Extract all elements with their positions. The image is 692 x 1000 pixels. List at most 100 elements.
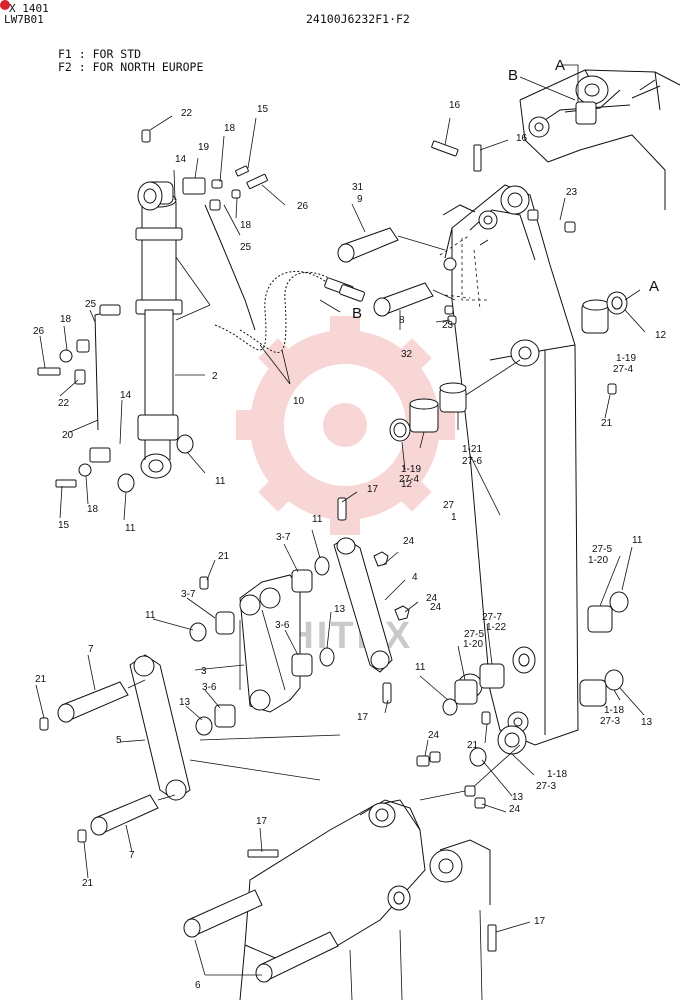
callout-label: 21	[601, 418, 613, 429]
callout-label: 7	[88, 644, 94, 655]
callout-label: 1-19	[401, 464, 421, 475]
callout-label: 27-3	[600, 716, 620, 727]
callout-label: 26	[297, 201, 309, 212]
drawing-number: 24100J6232F1·F2	[306, 12, 410, 26]
callout-label: 11	[125, 523, 136, 534]
callout-label: 13	[512, 792, 524, 803]
callout-label: 23	[442, 320, 454, 331]
callout-label: 1	[451, 512, 457, 523]
callout-label: 7	[129, 850, 135, 861]
callout-label: 24	[509, 804, 521, 815]
callout-label: 27-4	[399, 474, 419, 485]
callout-label: 18	[224, 123, 236, 134]
callout-label: 21	[82, 878, 94, 889]
callout-label: 14	[175, 154, 187, 165]
callout-label: 10	[293, 396, 305, 407]
callout-label: 3-6	[202, 682, 217, 693]
pins-7	[57, 679, 176, 836]
callout-label: 18	[240, 220, 252, 231]
callout-label: 20	[62, 430, 74, 441]
callout-label: 2	[212, 371, 218, 382]
callout-label: 26	[33, 326, 45, 337]
callout-label: 27-6	[462, 456, 482, 467]
callout-label: 1-18	[604, 705, 624, 716]
callout-label: 27-5	[464, 629, 484, 640]
callout-label: 24	[403, 536, 415, 547]
h-link	[189, 556, 335, 736]
callout-label: 3	[201, 666, 207, 677]
callout-label: 19	[198, 142, 210, 153]
hose-assembly	[204, 204, 365, 353]
boom-structure	[519, 69, 681, 210]
callout-label: 21	[35, 674, 47, 685]
callout-label: 11	[312, 514, 323, 525]
callout-label: 5	[116, 735, 122, 746]
callout-label: 12	[655, 330, 667, 341]
link-4	[333, 497, 410, 704]
header-code-line1: X 1401	[9, 2, 49, 15]
link-5	[129, 654, 341, 801]
callout-label: 3-7	[276, 532, 291, 543]
callout-label: 24	[426, 593, 438, 604]
arm-cylinder	[135, 181, 211, 479]
callout-label: 22	[58, 398, 70, 409]
leader-lines	[35, 64, 646, 976]
pins-upper	[337, 227, 471, 317]
callout-label: 3-6	[275, 620, 290, 631]
callout-label: 21	[467, 740, 479, 751]
callout-label: A	[555, 57, 565, 74]
callout-label: 11	[145, 610, 156, 621]
callout-label: 12	[401, 479, 413, 490]
callout-label: 27-5	[592, 544, 612, 555]
callout-label: 17	[357, 712, 369, 723]
callout-label: 22	[181, 108, 193, 119]
callout-label: 1-22	[486, 622, 506, 633]
callout-label: 15	[257, 104, 269, 115]
callout-label: 32	[401, 349, 413, 360]
callout-label: 13	[641, 717, 653, 728]
callout-label: 25	[85, 299, 97, 310]
callout-label: 13	[179, 697, 191, 708]
callout-label: 27-4	[613, 364, 633, 375]
callout-label: 18	[60, 314, 72, 325]
callout-label: 1-20	[588, 555, 608, 566]
callout-label: 24	[428, 730, 440, 741]
callout-label: 1-19	[616, 353, 636, 364]
callout-label: 17	[534, 916, 546, 927]
callout-label: 1-21	[462, 444, 482, 455]
callout-label: 1-18	[547, 769, 567, 780]
callout-label: 11	[415, 662, 426, 673]
callout-label: 9	[357, 194, 363, 205]
bucket-link	[183, 744, 521, 1000]
bushings-right-upper	[581, 291, 628, 334]
callout-label: 23	[566, 187, 578, 198]
callout-label: 31	[352, 182, 364, 193]
bushings-middle	[389, 359, 521, 442]
callout-label: 24	[430, 602, 442, 613]
note-f1: F1 : FOR STD	[58, 47, 142, 61]
watermark-gear-hub	[323, 403, 367, 447]
callout-label: 6	[195, 980, 201, 991]
callout-label: 21	[218, 551, 230, 562]
callout-label: 8	[399, 315, 405, 326]
callout-label: 16	[449, 100, 461, 111]
callout-label: 15	[58, 520, 70, 531]
callout-label: 18	[87, 504, 99, 515]
callout-label: 1-20	[463, 639, 483, 650]
callout-label: 27-3	[536, 781, 556, 792]
callout-label: A	[649, 278, 659, 295]
callout-label: 11	[632, 535, 643, 546]
callout-label: 13	[334, 604, 346, 615]
callout-label: 16	[516, 133, 528, 144]
bushings-right-lower	[442, 591, 629, 767]
header-code-line2: LW7B01	[4, 13, 44, 26]
callout-label: 11	[215, 476, 226, 487]
callout-label: 17	[367, 484, 379, 495]
callout-label: 25	[240, 242, 252, 253]
callout-label: 3-7	[181, 589, 196, 600]
note-f2: F2 : FOR NORTH EUROPE	[58, 60, 204, 74]
fasteners	[37, 129, 617, 952]
